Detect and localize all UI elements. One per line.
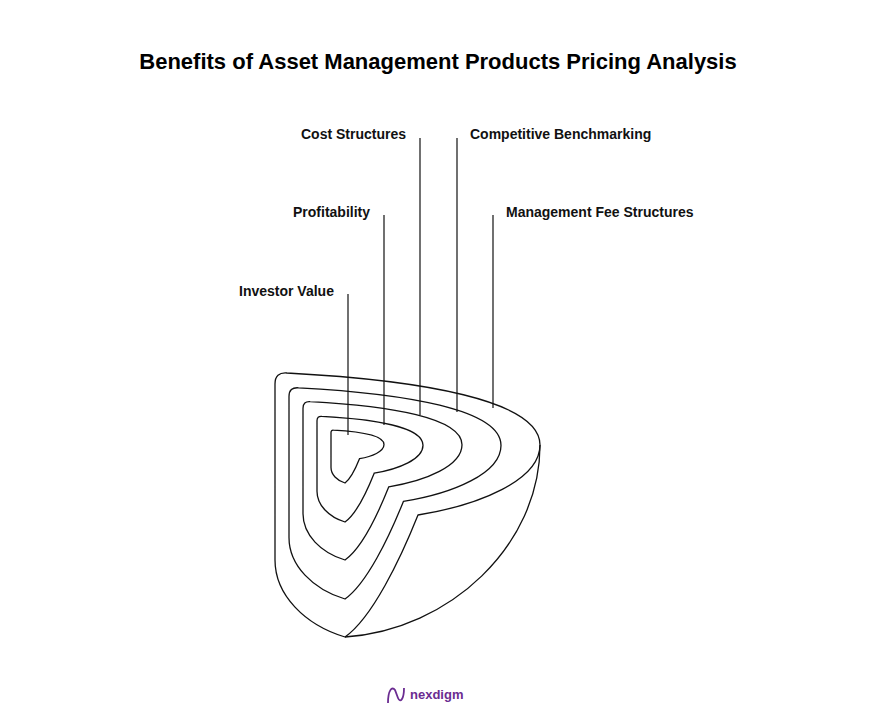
leader-line <box>456 138 457 412</box>
ring-shape <box>331 431 384 484</box>
ring-shape <box>303 402 462 560</box>
leader-line <box>492 215 493 408</box>
bowl-ring: Management Fee StructuresCompetitive Ben… <box>273 370 542 639</box>
logo-icon <box>388 688 404 703</box>
ring-shape <box>317 416 423 522</box>
ring-outline <box>329 428 386 485</box>
leader-line <box>419 138 420 415</box>
ring-label: Profitability <box>293 204 370 220</box>
bowl-ring: Cost StructuresProfitabilityInvestor Val… <box>301 399 464 562</box>
ring-shape <box>275 373 540 637</box>
ring-outline <box>273 370 542 639</box>
ring-shape <box>289 387 501 598</box>
bowl-ring: ProfitabilityInvestor Value <box>315 414 425 524</box>
bowl-ring: Competitive BenchmarkingCost StructuresP… <box>287 385 503 601</box>
leader-line <box>347 294 348 435</box>
leader-line <box>383 215 384 425</box>
diagram-title: Benefits of Asset Management Products Pr… <box>0 48 876 76</box>
ring-outline <box>301 399 464 562</box>
logo-text: nexdigm <box>410 687 463 703</box>
ring-label: Investor Value <box>239 283 334 299</box>
ring-label: Management Fee Structures <box>506 204 694 220</box>
bowl-ring: Investor Value <box>329 428 386 485</box>
ring-label: Competitive Benchmarking <box>470 126 651 142</box>
ring-label: Cost Structures <box>301 126 406 142</box>
